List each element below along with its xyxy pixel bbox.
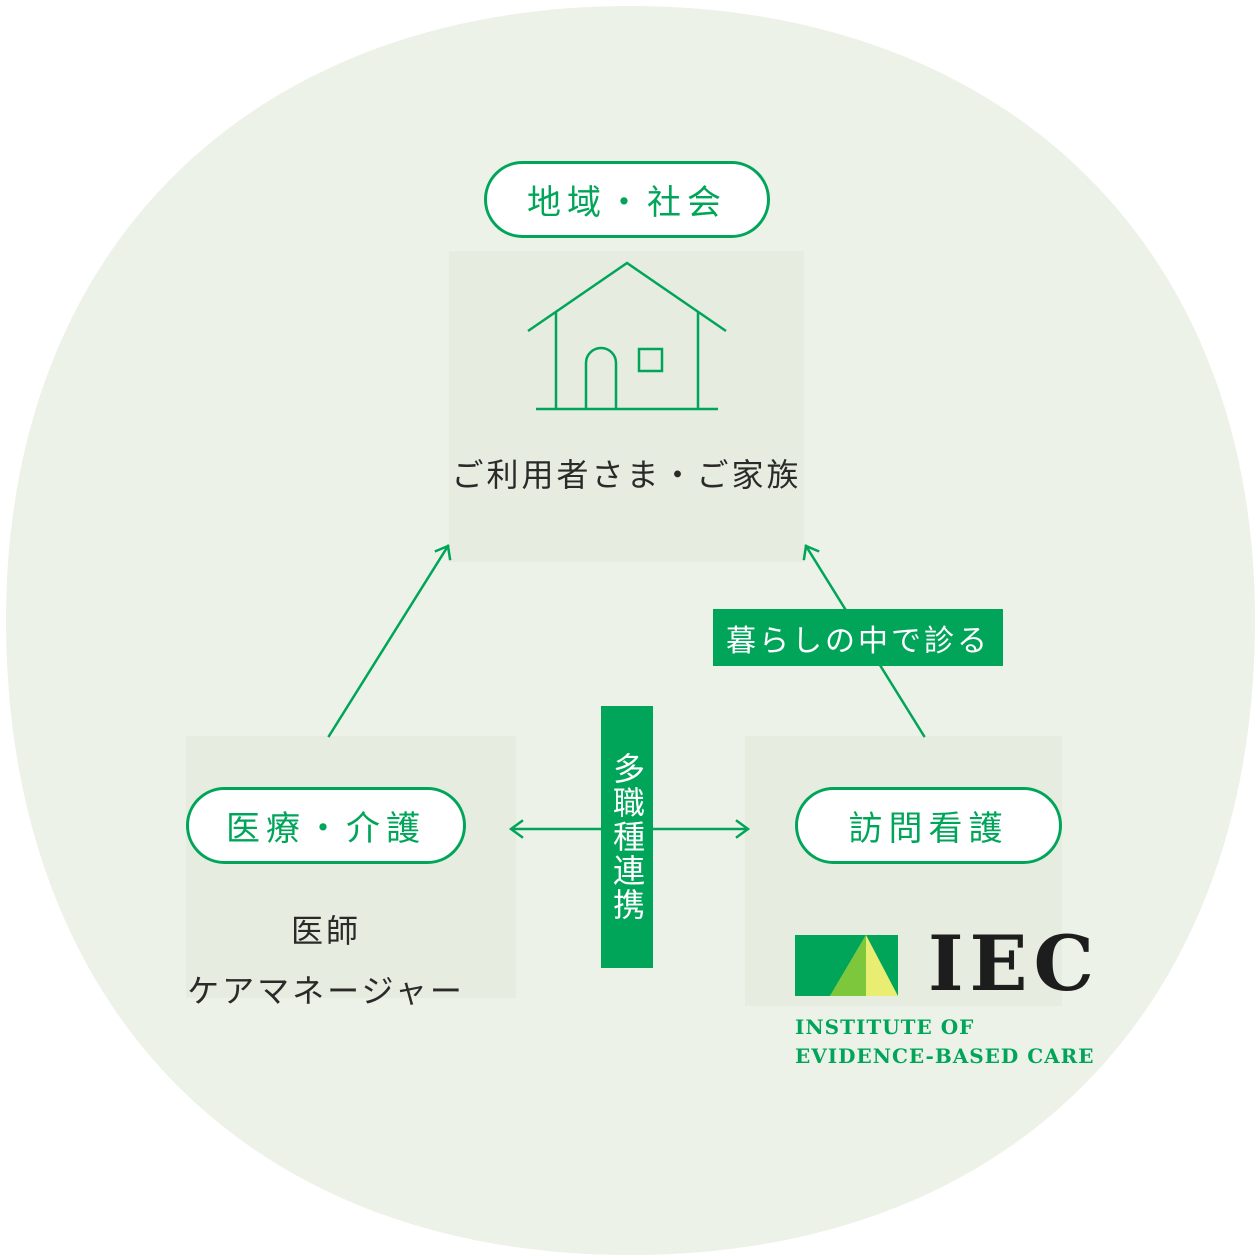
house-icon [527,261,727,411]
edge-label-left-to-right: 多職種連携 [601,706,653,968]
left-node-line-1: 医師 [290,912,361,950]
arrowhead-right [735,819,751,839]
logo-line-2: EVIDENCE-BASED CARE [795,1044,1095,1068]
left-node-line-2: ケアマネージャー [187,972,465,1010]
edge-label-right-to-top: 暮らしの中で診る [713,609,1003,666]
top-node-pill: 地域・社会 [484,161,770,238]
logo-wordmark: IEC [928,919,1100,1008]
edge-label-left-to-right-text: 多職種連携 [608,752,646,922]
arrowhead-left-to-top [434,544,452,561]
arrow-left-to-top [327,544,450,738]
top-node-panel [449,251,804,562]
left-node-pill: 医療・介護 [186,787,466,864]
logo-light-green-triangle [830,935,866,996]
arrowhead-right-to-top [802,544,820,561]
top-node-caption: ご利用者さま・ご家族 [451,456,802,494]
arrowhead-left [508,819,524,839]
logo-line-1: INSTITUTE OF [795,1015,975,1039]
left-node-panel [186,736,516,998]
right-node-pill: 訪問看護 [795,787,1062,864]
